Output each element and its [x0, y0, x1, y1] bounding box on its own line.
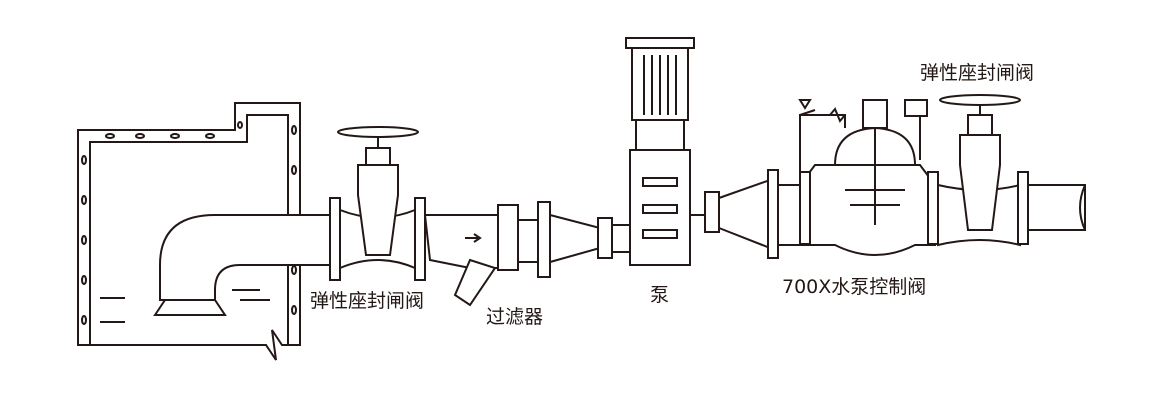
control-valve-700x	[777, 99, 939, 256]
suction-pipe	[153, 214, 336, 316]
connecting-pipe	[517, 201, 633, 278]
gate-valve-outlet	[937, 94, 1086, 247]
strainer	[423, 204, 519, 307]
gate-valve-inlet	[329, 126, 426, 281]
label-strainer: 过滤器	[486, 306, 544, 328]
pump	[625, 37, 705, 266]
label-pump: 泵	[650, 284, 670, 306]
water-tank	[77, 102, 301, 361]
label-gate-valve-inlet: 弹性座封闸阀	[310, 290, 425, 312]
reducer	[704, 169, 779, 259]
label-gate-valve-outlet: 弹性座封闸阀	[920, 62, 1035, 84]
label-control-valve: 700X水泵控制阀	[782, 276, 927, 298]
